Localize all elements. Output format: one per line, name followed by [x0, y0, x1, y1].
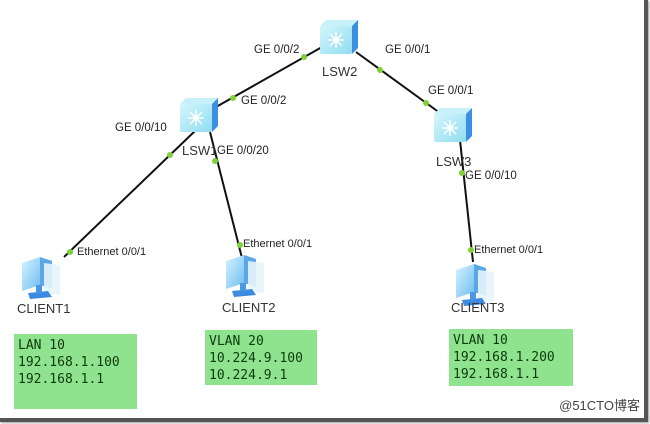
switch-icon-lsw3[interactable]	[433, 107, 473, 143]
device-label-client3: CLIENT3	[451, 300, 505, 315]
port-dot	[237, 242, 243, 248]
port-dot	[67, 249, 73, 255]
note-vlan: VLAN 20	[209, 334, 264, 349]
link-lsw1-client2	[209, 131, 243, 259]
device-label-client1: CLIENT1	[17, 301, 71, 316]
port-dot	[459, 170, 465, 176]
note-ip: 192.168.1.200	[453, 350, 555, 365]
port-dot	[212, 158, 218, 164]
link-lsw3-client3	[459, 139, 474, 263]
note-client3: VLAN 10 192.168.1.200 192.168.1.1	[449, 329, 573, 386]
port-label-client3-eth: Ethernet 0/0/1	[474, 244, 544, 256]
port-dot	[468, 247, 474, 253]
port-dot	[167, 152, 173, 158]
port-label-lsw1-ge0010: GE 0/0/10	[115, 122, 167, 134]
port-label-lsw1-ge0020: GE 0/0/20	[217, 145, 269, 157]
port-dot	[301, 54, 307, 60]
note-vlan: VLAN 10	[453, 333, 508, 348]
note-ip: 10.224.9.100	[209, 351, 303, 366]
switch-icon-lsw2[interactable]	[319, 19, 359, 55]
device-label-lsw3: LSW3	[436, 154, 472, 169]
note-gateway: 10.224.9.1	[209, 368, 288, 383]
note-vlan: LAN 10	[18, 338, 65, 353]
device-label-lsw2: LSW2	[322, 64, 358, 79]
device-label-lsw1: LSW1	[182, 143, 218, 158]
port-label-lsw3-ge001: GE 0/0/1	[428, 85, 474, 97]
port-label-lsw2-ge001: GE 0/0/1	[385, 44, 431, 56]
link-lsw1-client1	[63, 129, 197, 258]
port-label-lsw3-ge0010: GE 0/0/10	[465, 170, 517, 182]
watermark: @51CTO博客	[559, 398, 640, 413]
port-dot	[423, 100, 429, 106]
switch-icon-lsw1[interactable]	[179, 97, 219, 133]
note-client2: VLAN 20 10.224.9.100 10.224.9.1	[205, 330, 317, 385]
note-ip: 192.168.1.100	[18, 355, 120, 370]
port-dot	[230, 95, 236, 101]
note-client1: LAN 10 192.168.1.100 192.168.1.1	[14, 334, 137, 409]
port-label-client2-eth: Ethernet 0/0/1	[243, 238, 313, 250]
port-label-client1-eth: Ethernet 0/0/1	[77, 246, 147, 258]
note-gateway: 192.168.1.1	[453, 367, 540, 382]
device-label-client2: CLIENT2	[222, 300, 276, 315]
note-gateway: 192.168.1.1	[18, 372, 105, 387]
pc-icon-client2[interactable]	[226, 255, 264, 297]
pc-icon-client1[interactable]	[22, 257, 60, 299]
port-dot	[377, 67, 383, 73]
port-label-lsw2-ge002: GE 0/0/2	[254, 44, 300, 56]
port-label-lsw1-ge002: GE 0/0/2	[241, 95, 287, 107]
